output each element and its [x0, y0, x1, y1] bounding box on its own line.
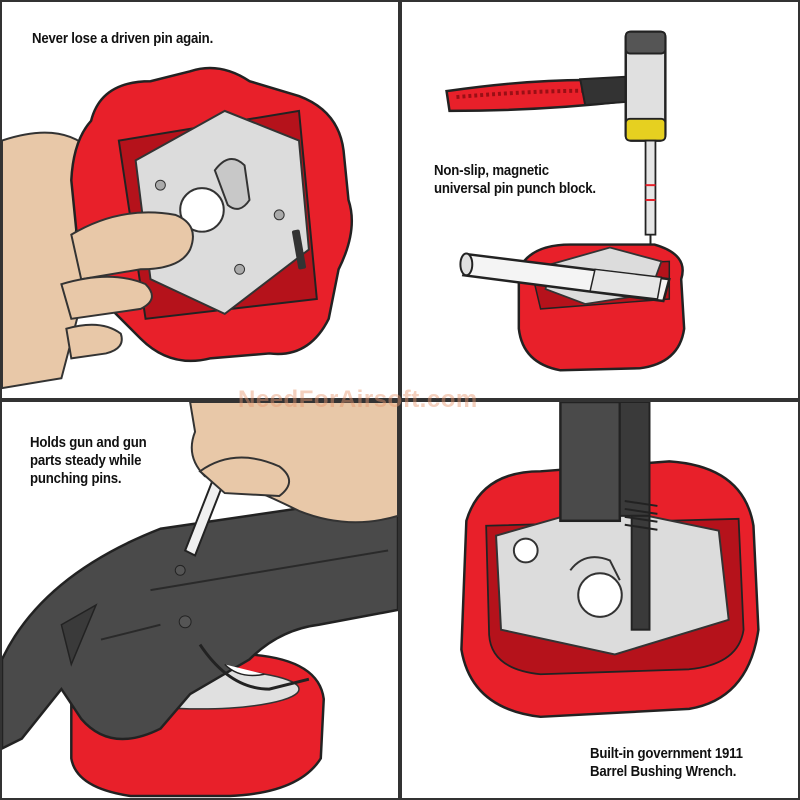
panel-gun-on-block: Holds gun and gun parts steady while pun…: [0, 400, 400, 800]
gun-on-block-illustration: [2, 402, 398, 798]
watermark-text: NeedForAirsoft.com: [238, 386, 478, 413]
caption-non-slip-magnetic: Non-slip, magnetic universal pin punch b…: [434, 162, 596, 197]
caption-bushing-wrench: Built-in government 1911 Barrel Bushing …: [590, 745, 743, 780]
panel-hammer-punch: Non-slip, magnetic universal pin punch b…: [400, 0, 800, 400]
panel-hand-holding-block: Never lose a driven pin again.: [0, 0, 400, 400]
barrel-bushing-wrench-illustration: [460, 402, 760, 719]
panel-barrel-bushing-wrench: Built-in government 1911 Barrel Bushing …: [400, 400, 800, 800]
caption-never-lose-pin: Never lose a driven pin again.: [32, 30, 214, 47]
hand-holding-block-illustration: [2, 66, 354, 390]
caption-holds-gun-steady: Holds gun and gun parts steady while pun…: [30, 434, 147, 487]
hammer-punch-illustration: [445, 30, 686, 372]
